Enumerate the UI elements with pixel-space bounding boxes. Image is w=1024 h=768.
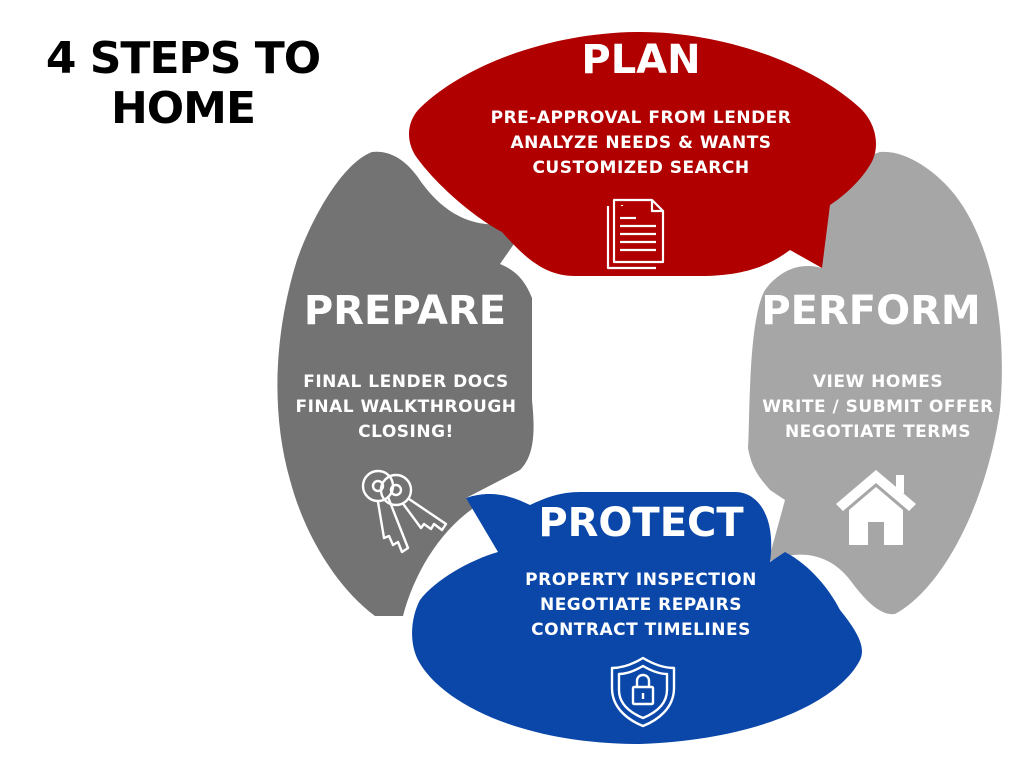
- title-line-1: 4 STEPS TO: [45, 33, 321, 84]
- prepare-item: FINAL WALKTHROUGH: [295, 397, 516, 417]
- shield-lock-icon: [610, 656, 676, 728]
- perform-item: VIEW HOMES: [813, 372, 943, 392]
- perform-item: NEGOTIATE TERMS: [785, 422, 971, 442]
- house-icon: [836, 470, 916, 545]
- protect-segment: [412, 492, 862, 744]
- perform-heading: PERFORM: [761, 288, 980, 334]
- plan-item: PRE-APPROVAL FROM LENDER: [491, 108, 792, 128]
- page-title: 4 STEPS TO HOME: [18, 34, 348, 134]
- prepare-item: CLOSING!: [358, 422, 454, 442]
- protect-item: CONTRACT TIMELINES: [531, 620, 751, 640]
- document-icon: [606, 198, 665, 270]
- plan-heading: PLAN: [581, 37, 700, 83]
- protect-heading: PROTECT: [538, 500, 744, 546]
- keys-icon: [361, 469, 448, 554]
- prepare-heading: PREPARE: [304, 288, 506, 334]
- plan-item: CUSTOMIZED SEARCH: [532, 158, 749, 178]
- protect-item: NEGOTIATE REPAIRS: [540, 595, 742, 615]
- perform-segment: [748, 151, 1002, 615]
- plan-item: ANALYZE NEEDS & WANTS: [510, 133, 771, 153]
- title-line-2: HOME: [110, 83, 256, 134]
- protect-item: PROPERTY INSPECTION: [525, 570, 757, 590]
- plan-segment: [408, 32, 876, 276]
- prepare-item: FINAL LENDER DOCS: [303, 372, 509, 392]
- perform-item: WRITE / SUBMIT OFFER: [762, 397, 994, 417]
